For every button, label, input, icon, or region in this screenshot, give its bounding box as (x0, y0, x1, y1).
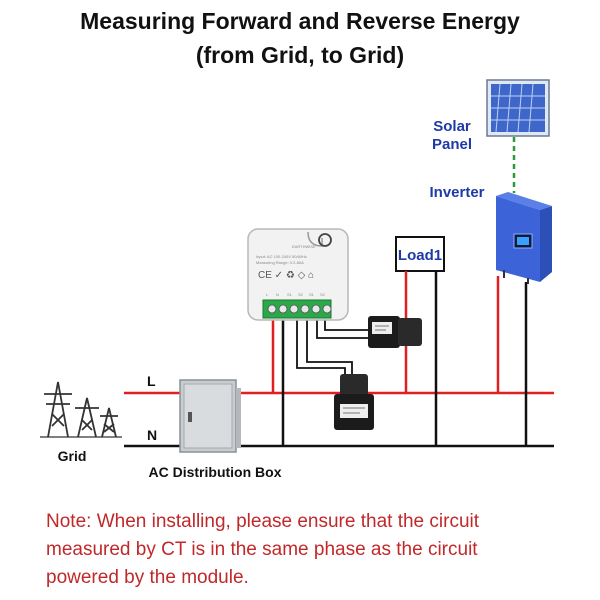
ct-clamp-icon (368, 316, 422, 348)
inverter-label: Inverter (429, 184, 484, 201)
terminal-label-s2b: S2 (320, 292, 326, 297)
ct1-lead-a (296, 320, 346, 376)
grid-tower-icon (40, 381, 122, 438)
energy-meter-module-icon: EARTHWISE Input: AC 100-240V 50/60Hz Mea… (247, 228, 349, 321)
title-line-2: (from Grid, to Grid) (195, 42, 405, 68)
title-line-1: Measuring Forward and Reverse Energy (80, 8, 520, 34)
module-spec-2: Measuring Range: 0.2-80A (256, 260, 304, 265)
module-spec-1: Input: AC 100-240V 50/60Hz (256, 254, 307, 259)
load-box: Load1 (395, 236, 445, 272)
note-line-3: powered by the module. (46, 567, 249, 588)
ct2-lead-b (324, 320, 370, 331)
terminal-label-l: L (266, 292, 269, 297)
note-line-1: Note: When installing, please ensure tha… (46, 511, 480, 532)
terminal-label-s1b: S1 (309, 292, 315, 297)
ct2-lead-a (316, 320, 370, 339)
terminal-label-n: N (276, 292, 279, 297)
module-cert-marks: CE ✓ ♻ ◇ ⌂ (258, 270, 314, 281)
line-l-label: L (147, 373, 156, 389)
note-line-2: measured by CT is in the same phase as t… (46, 539, 478, 560)
ct1-lead-b (306, 320, 353, 376)
inverter-icon (496, 192, 552, 284)
distribution-box-icon (179, 379, 241, 453)
solar-panel-label-2: Panel (432, 136, 472, 153)
line-n-label: N (147, 427, 157, 443)
terminal-label-s2: S2 (298, 292, 304, 297)
distribution-box-label: AC Distribution Box (149, 464, 282, 480)
grid-label: Grid (58, 448, 87, 464)
solar-panel-label-1: Solar (433, 118, 471, 135)
load-label: Load1 (398, 247, 442, 264)
terminal-label-s1: S1 (287, 292, 293, 297)
module-brand: EARTHWISE (292, 244, 316, 249)
solar-panel-icon (486, 79, 550, 137)
ct-clamp-icon (334, 374, 374, 430)
